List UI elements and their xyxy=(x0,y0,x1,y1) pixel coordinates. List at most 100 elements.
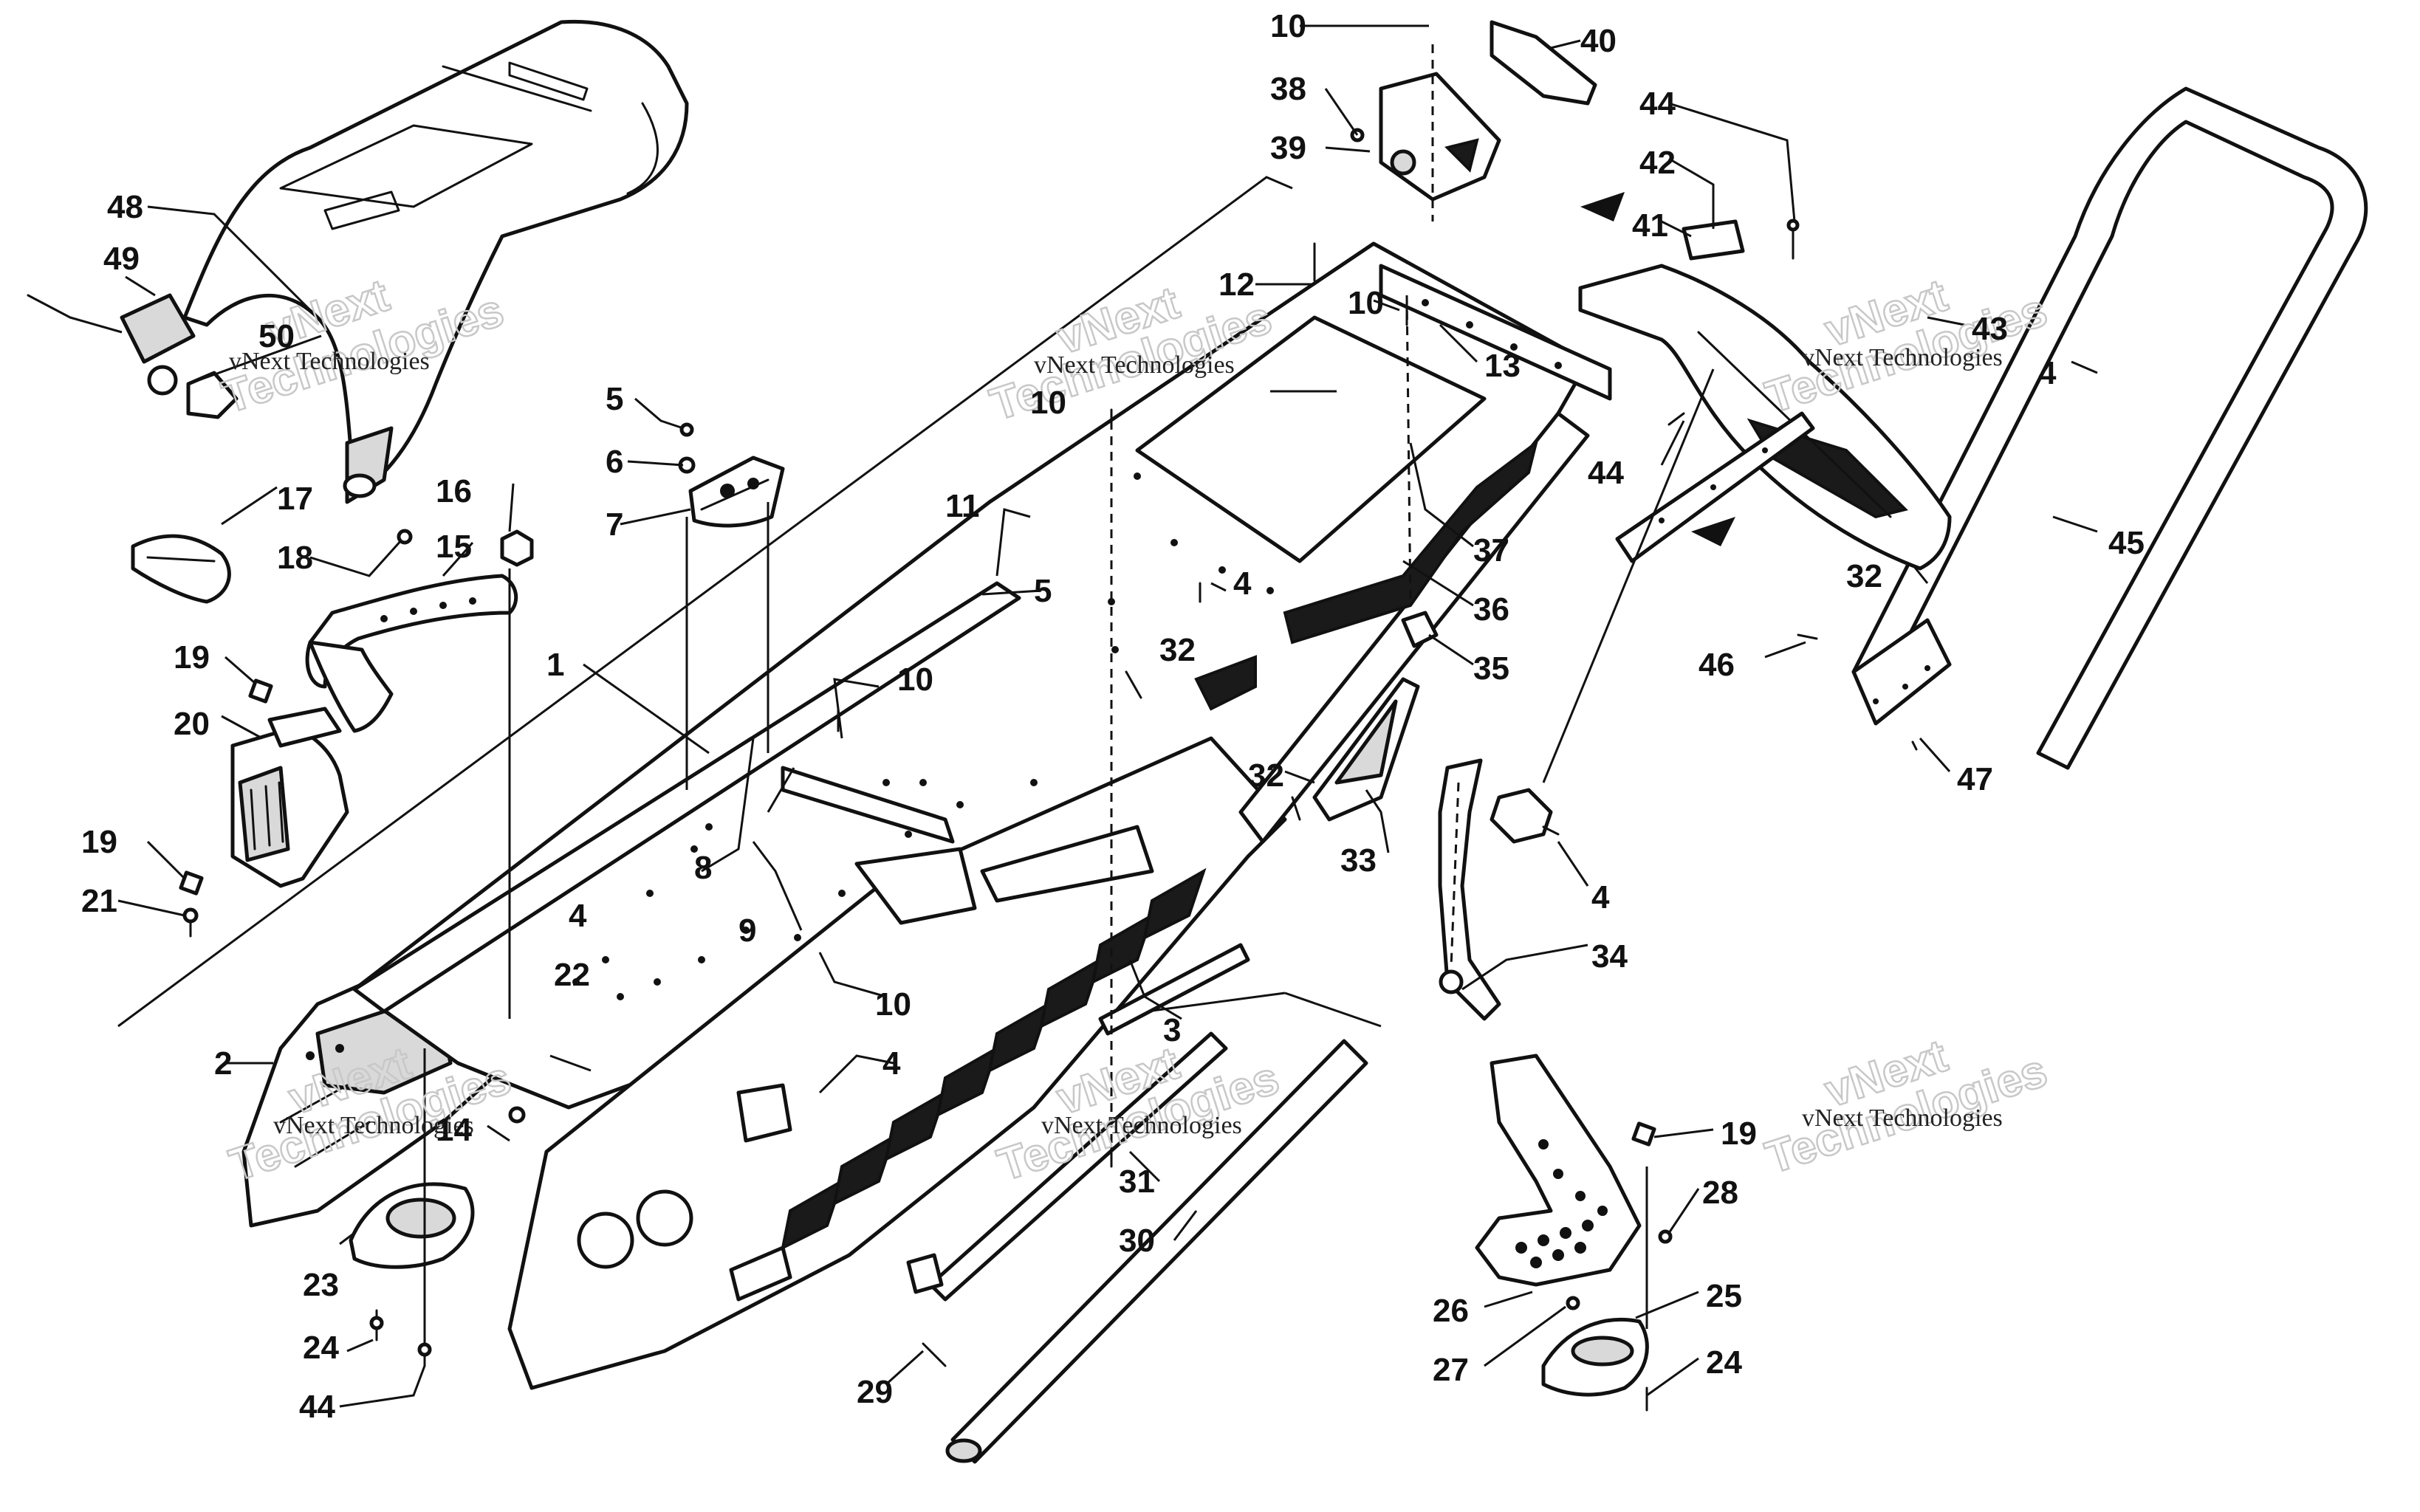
callout-16: 16 xyxy=(436,473,472,509)
rear-bracket xyxy=(1379,264,1612,401)
callout-labels: 48 49 50 17 18 16 15 19 20 19 21 5 6 7 1… xyxy=(81,8,2145,1425)
callout-32-right: 32 xyxy=(1846,558,1882,594)
callout-48: 48 xyxy=(107,189,143,225)
bracket-nut-upper xyxy=(248,678,273,704)
tunnel-rod xyxy=(945,1039,1368,1464)
callout-30: 30 xyxy=(1119,1223,1155,1259)
flap-decal xyxy=(1682,219,1745,261)
callout-4-left: 4 xyxy=(569,898,587,934)
footrest-nut xyxy=(1631,1121,1656,1147)
handle-cover xyxy=(131,534,231,604)
tether-knob xyxy=(1490,788,1553,844)
callout-27: 27 xyxy=(1433,1352,1469,1388)
grab-handle xyxy=(305,574,518,733)
direction-arrows xyxy=(1580,192,1735,546)
callout-40: 40 xyxy=(1580,23,1617,59)
callout-44-top: 44 xyxy=(1639,86,1676,122)
callout-50: 50 xyxy=(258,318,295,354)
callout-15: 15 xyxy=(436,529,472,565)
callout-39: 39 xyxy=(1270,130,1306,166)
callout-20: 20 xyxy=(174,706,210,742)
callout-4-lower: 4 xyxy=(882,1045,901,1082)
callout-8: 8 xyxy=(694,850,712,886)
callout-42: 42 xyxy=(1639,145,1676,181)
tether-strap xyxy=(1438,758,1501,1021)
flap-lower-bracket xyxy=(1615,411,1815,563)
callout-19-footrest: 19 xyxy=(1721,1116,1757,1152)
callout-4-right: 4 xyxy=(2038,355,2057,391)
callout-10-lower: 10 xyxy=(875,986,911,1023)
callout-24-left: 24 xyxy=(303,1330,339,1366)
callout-46: 46 xyxy=(1699,647,1735,683)
callout-29: 29 xyxy=(857,1374,893,1410)
callout-34: 34 xyxy=(1591,938,1628,975)
rear-bumper xyxy=(1851,86,2368,770)
callout-24-right: 24 xyxy=(1706,1344,1742,1381)
callout-6: 6 xyxy=(606,444,623,480)
callout-11: 11 xyxy=(945,488,980,524)
footrest-screw xyxy=(1658,1229,1673,1244)
callout-31: 31 xyxy=(1119,1164,1155,1200)
callout-7: 7 xyxy=(606,506,623,543)
callout-35: 35 xyxy=(1473,650,1509,687)
callout-4-center: 4 xyxy=(1233,566,1252,602)
callout-44-bottom: 44 xyxy=(299,1389,335,1425)
callout-49: 49 xyxy=(103,241,140,277)
tail-light-housing xyxy=(1379,72,1501,202)
callout-21: 21 xyxy=(81,883,117,919)
callout-19-lower: 19 xyxy=(81,824,117,860)
callout-19-upper: 19 xyxy=(174,639,210,676)
rod-pin xyxy=(922,1342,947,1367)
watermark-caption: vNext Technologies xyxy=(1802,344,2003,371)
watermark-caption: vNext Technologies xyxy=(1041,1112,1242,1139)
side-trim xyxy=(1312,677,1420,822)
watermark-caption: vNext Technologies xyxy=(1034,351,1235,379)
bracket-screw xyxy=(182,907,199,938)
bracket-nut-lower xyxy=(179,870,204,896)
watermark-caption: vNext Technologies xyxy=(1802,1104,2003,1132)
handle-bolt xyxy=(368,529,413,577)
footrest xyxy=(1475,1054,1642,1287)
callout-33: 33 xyxy=(1340,842,1377,879)
callout-47: 47 xyxy=(1957,761,1993,797)
callout-23: 23 xyxy=(303,1267,339,1303)
callout-1: 1 xyxy=(546,647,564,683)
leader-lines xyxy=(117,24,2098,1408)
callout-43: 43 xyxy=(1972,311,2008,347)
callout-26: 26 xyxy=(1433,1293,1469,1329)
seat-knob xyxy=(147,365,239,419)
footrest-screw-27 xyxy=(1566,1296,1580,1310)
callout-5-upper: 5 xyxy=(606,381,623,417)
callout-10-right: 10 xyxy=(1348,285,1384,321)
callout-17: 17 xyxy=(277,481,313,517)
step-bolt xyxy=(659,419,694,437)
callout-10-mid: 10 xyxy=(897,662,933,698)
small-fasteners xyxy=(508,242,1918,1412)
callout-5-center: 5 xyxy=(1034,573,1052,609)
cup-fastener-24 xyxy=(369,1309,384,1341)
watermark-caption: vNext Technologies xyxy=(229,348,430,375)
flap-fastener xyxy=(1786,219,1800,260)
callout-25: 25 xyxy=(1706,1278,1742,1314)
step-bracket xyxy=(688,456,785,528)
tunnel-clip xyxy=(1401,611,1439,648)
callout-4-knob: 4 xyxy=(1591,879,1610,915)
callout-13: 13 xyxy=(1484,348,1521,384)
callout-36: 36 xyxy=(1473,591,1509,628)
callout-41: 41 xyxy=(1632,207,1668,244)
callout-44-mid: 44 xyxy=(1588,455,1624,491)
handle-nut xyxy=(500,529,534,567)
tail-light-lens xyxy=(1490,20,1597,106)
lower-cup xyxy=(349,1182,475,1269)
seat xyxy=(120,19,689,504)
callout-3: 3 xyxy=(1163,1012,1181,1048)
callout-45: 45 xyxy=(2108,525,2145,561)
callout-37: 37 xyxy=(1473,532,1509,568)
callout-28: 28 xyxy=(1702,1175,1738,1211)
callout-2: 2 xyxy=(214,1045,232,1082)
side-bracket xyxy=(230,707,349,888)
callout-9: 9 xyxy=(738,913,756,949)
callout-22: 22 xyxy=(554,957,590,993)
callout-32-trim: 32 xyxy=(1248,757,1284,794)
